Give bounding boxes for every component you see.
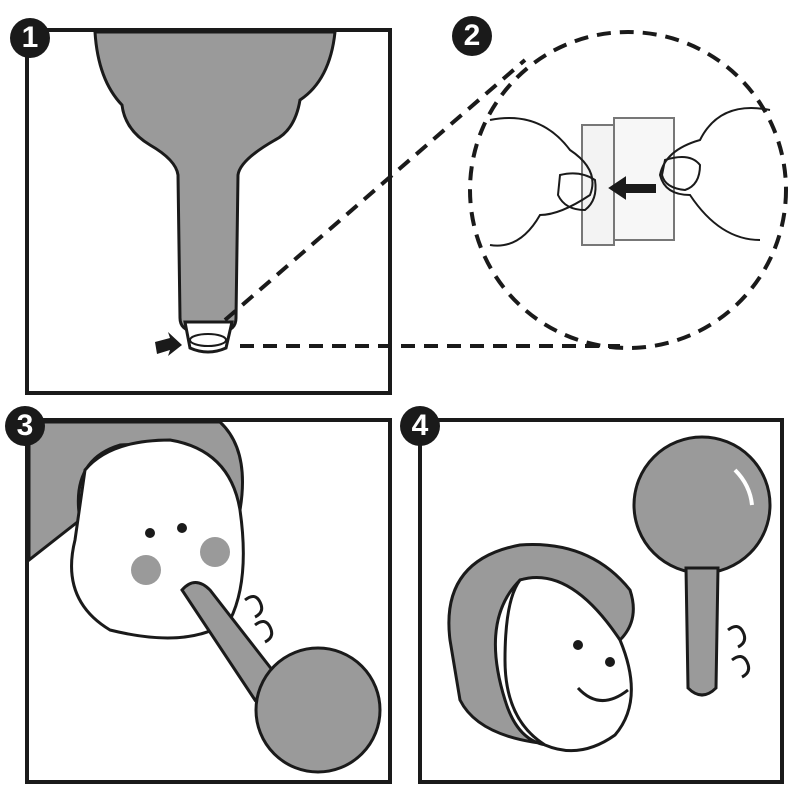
step-4-badge: 4 [400, 406, 440, 446]
face [503, 576, 633, 753]
panel-2-hands [489, 107, 771, 247]
zoom-lines [223, 30, 788, 350]
step-2-badge: 2 [452, 16, 492, 56]
panel-1 [25, 28, 392, 395]
step-3-badge: 3 [5, 406, 45, 446]
panel-3 [25, 418, 392, 784]
balloon-tube [684, 566, 720, 697]
balloon-tube [180, 581, 283, 703]
inflated-balloon [632, 435, 772, 575]
panel-4 [418, 418, 784, 784]
arrow-icon [155, 332, 182, 356]
inflating-balloon [254, 646, 382, 774]
step-1-badge: 1 [10, 18, 50, 58]
arrow-icon [608, 176, 656, 200]
